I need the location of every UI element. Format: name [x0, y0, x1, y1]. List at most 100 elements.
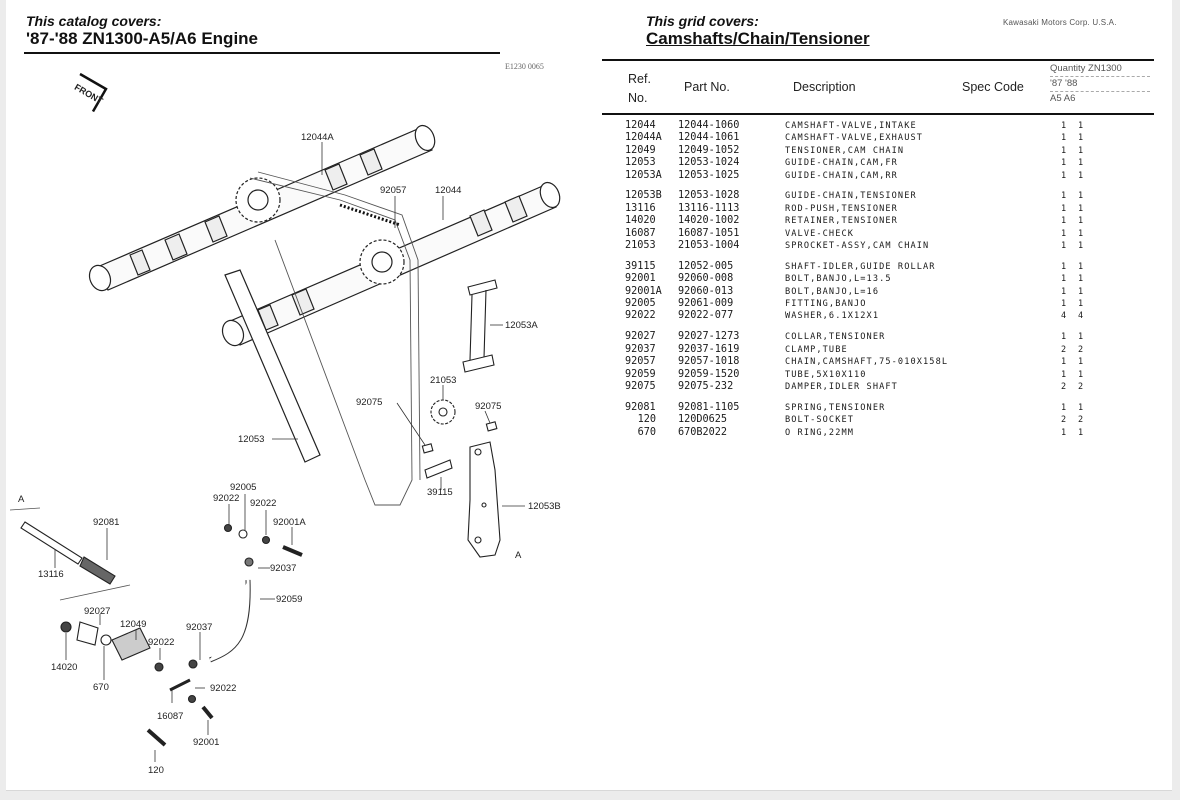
description: VALVE-CHECK	[785, 228, 855, 239]
callout-670: 670	[93, 682, 109, 693]
idler-sprocket	[421, 399, 498, 479]
part-no: 12044-1061	[678, 132, 740, 144]
callout-12053B: 12053B	[528, 501, 561, 512]
callout-12044: 12044	[435, 185, 461, 196]
callout-21053: 21053	[430, 375, 456, 386]
callout-92022-b: 92022	[250, 498, 276, 509]
qty-a6: 1	[1078, 369, 1084, 380]
grid-title: Camshafts/Chain/Tensioner	[646, 29, 870, 48]
callout-92037-top: 92037	[270, 563, 296, 574]
qty-a5: 1	[1061, 145, 1067, 156]
ref-no: 92001	[625, 273, 656, 285]
description: ROD-PUSH,TENSIONER	[785, 203, 898, 214]
callout-92001A: 92001A	[273, 517, 306, 528]
qty-a6: 1	[1078, 121, 1084, 131]
description: BOLT,BANJO,L=16	[785, 286, 880, 297]
catalog-title: '87-'88 ZN1300-A5/A6 Engine	[26, 29, 259, 48]
part-no: 92057-1018	[678, 356, 740, 368]
callout-12049: 12049	[120, 619, 146, 630]
description: CAMSHAFT-VALVE,INTAKE	[785, 121, 917, 131]
ref-no: 12049	[625, 144, 656, 156]
description: BOLT-SOCKET	[785, 415, 855, 426]
ref-no: 12053	[625, 157, 656, 169]
ref-no: 670	[637, 426, 656, 438]
part-no: 92060-008	[678, 273, 734, 285]
ref-no: 12053B	[625, 190, 662, 202]
callout-92059: 92059	[276, 594, 302, 605]
callout-92081: 92081	[93, 517, 119, 528]
drawing-code: E1230 0065	[505, 62, 544, 71]
qty-a6: 1	[1078, 133, 1084, 144]
qty-a5: 2	[1061, 415, 1067, 426]
description: DAMPER,IDLER SHAFT	[785, 381, 898, 392]
callout-92022-a: 92022	[213, 493, 239, 504]
qty-a6: 2	[1078, 415, 1084, 426]
part-no: 12052-005	[678, 260, 734, 272]
qty-a6: 1	[1078, 274, 1084, 285]
part-no: 12044-1060	[678, 120, 740, 131]
header-years: '87 '88	[1050, 78, 1078, 89]
part-no: 21053-1004	[678, 240, 740, 252]
callout-92022-c: 92022	[148, 637, 174, 648]
header-spec-code: Spec Code	[962, 80, 1024, 94]
description: GUIDE-CHAIN,CAM,RR	[785, 170, 898, 181]
description: CHAIN,CAMSHAFT,75-010X158L	[785, 357, 949, 368]
ref-no: 12044A	[625, 132, 662, 144]
qty-a5: 1	[1061, 191, 1067, 202]
qty-a5: 1	[1061, 332, 1067, 343]
front-direction-icon: FRONT	[73, 72, 108, 113]
qty-a6: 1	[1078, 261, 1084, 272]
qty-a5: 1	[1061, 261, 1067, 272]
ref-no: 39115	[625, 260, 656, 272]
ref-no: 21053	[625, 240, 656, 252]
ref-no: 92059	[625, 368, 656, 380]
leader-lines	[54, 142, 525, 762]
description: SHAFT-IDLER,GUIDE ROLLAR	[785, 261, 936, 272]
qty-a5: 1	[1061, 158, 1067, 169]
qty-a6: 1	[1078, 357, 1084, 368]
qty-a5: 1	[1061, 427, 1067, 438]
callout-12053A: 12053A	[505, 320, 538, 331]
part-no: 13116-1113	[678, 202, 740, 214]
header-quantity-label: Quantity ZN1300	[1050, 63, 1122, 74]
part-no: 92027-1273	[678, 331, 740, 343]
description: CAMSHAFT-VALVE,EXHAUST	[785, 133, 924, 144]
qty-a6: 1	[1078, 191, 1084, 202]
qty-a5: 1	[1061, 203, 1067, 214]
description: COLLAR,TENSIONER	[785, 332, 886, 343]
part-no: 92060-013	[678, 285, 734, 297]
qty-a5: 1	[1061, 402, 1067, 413]
qty-a6: 1	[1078, 286, 1084, 297]
description: RETAINER,TENSIONER	[785, 216, 898, 227]
part-no: 92022-077	[678, 310, 734, 322]
qty-a5: 2	[1061, 344, 1067, 355]
header-ref-line1: Ref.	[628, 72, 651, 86]
part-no: 92081-1105	[678, 401, 740, 413]
catalog-header: This catalog covers: '87-'88 ZN1300-A5/A…	[26, 14, 501, 49]
part-no: 120D0625	[678, 414, 728, 426]
